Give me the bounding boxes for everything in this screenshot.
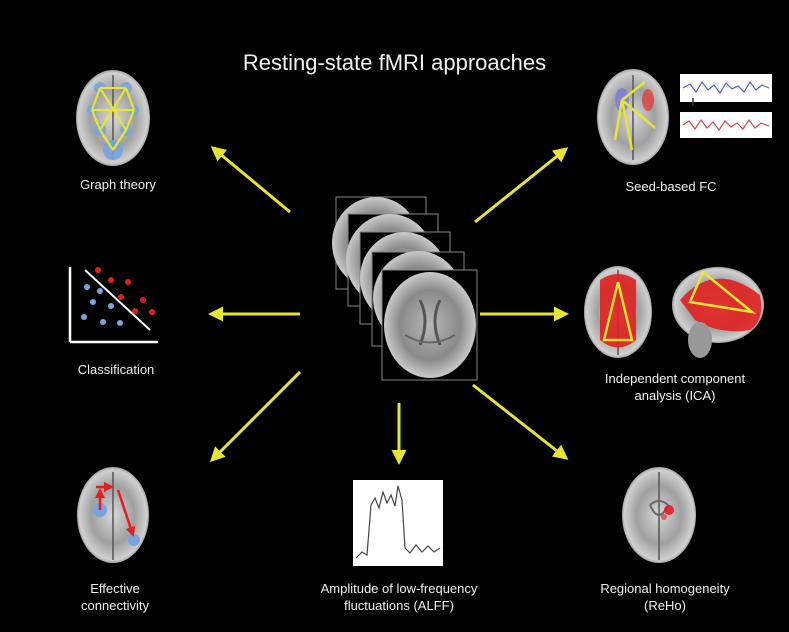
label-effective-connectivity: Effective connectivity <box>55 580 175 614</box>
label-reho-line1: Regional homogeneity <box>600 581 730 596</box>
classification-plot <box>68 267 158 344</box>
class-red-points <box>95 267 155 315</box>
arrow-to-seed-based-fc <box>474 147 569 224</box>
label-graph-theory: Graph theory <box>80 177 156 192</box>
label-seed-based-fc: Seed-based FC <box>625 179 717 194</box>
label-reho-line2: (ReHo) <box>644 598 686 613</box>
label-alff: Amplitude of low-frequency fluctuations … <box>309 580 489 614</box>
ica-axial-brain-image <box>584 266 652 358</box>
network-edges <box>90 86 136 151</box>
label-ica-line1: Independent component <box>604 371 746 386</box>
fmri-volume-stack <box>332 196 478 381</box>
arrows <box>208 146 569 465</box>
label-classification: Classification <box>77 362 155 377</box>
diagram-title: Resting-state fMRI approaches <box>242 50 547 75</box>
seed-timecourses <box>680 74 772 138</box>
label-alff-line1: Amplitude of low-frequency <box>320 581 478 596</box>
class-blue-points <box>81 284 123 326</box>
label-alff-line2: fluctuations (ALFF) <box>344 598 454 613</box>
timecourse-red-box <box>680 112 772 138</box>
arrow-to-graph-theory <box>210 146 291 214</box>
seed-based-fc-brain-image <box>597 69 669 165</box>
label-effective-line1: Effective <box>90 581 140 596</box>
graph-theory-brain-image <box>76 70 150 166</box>
fmri-volume-5 <box>381 269 478 381</box>
arrow-to-effective-connectivity <box>209 370 302 463</box>
label-ica: Independent component analysis (ICA) <box>585 370 765 404</box>
label-ica-line2: analysis (ICA) <box>634 388 716 403</box>
label-effective-line2: connectivity <box>81 598 149 613</box>
label-reho: Regional homogeneity (ReHo) <box>590 580 740 614</box>
effective-connectivity-brain-image <box>77 467 149 563</box>
alff-plot <box>353 480 443 566</box>
arrow-to-reho <box>472 383 569 460</box>
reho-brain-image <box>622 467 696 563</box>
ica-sagittal-brain-image <box>672 267 764 358</box>
timecourse-blue-box <box>680 74 772 102</box>
